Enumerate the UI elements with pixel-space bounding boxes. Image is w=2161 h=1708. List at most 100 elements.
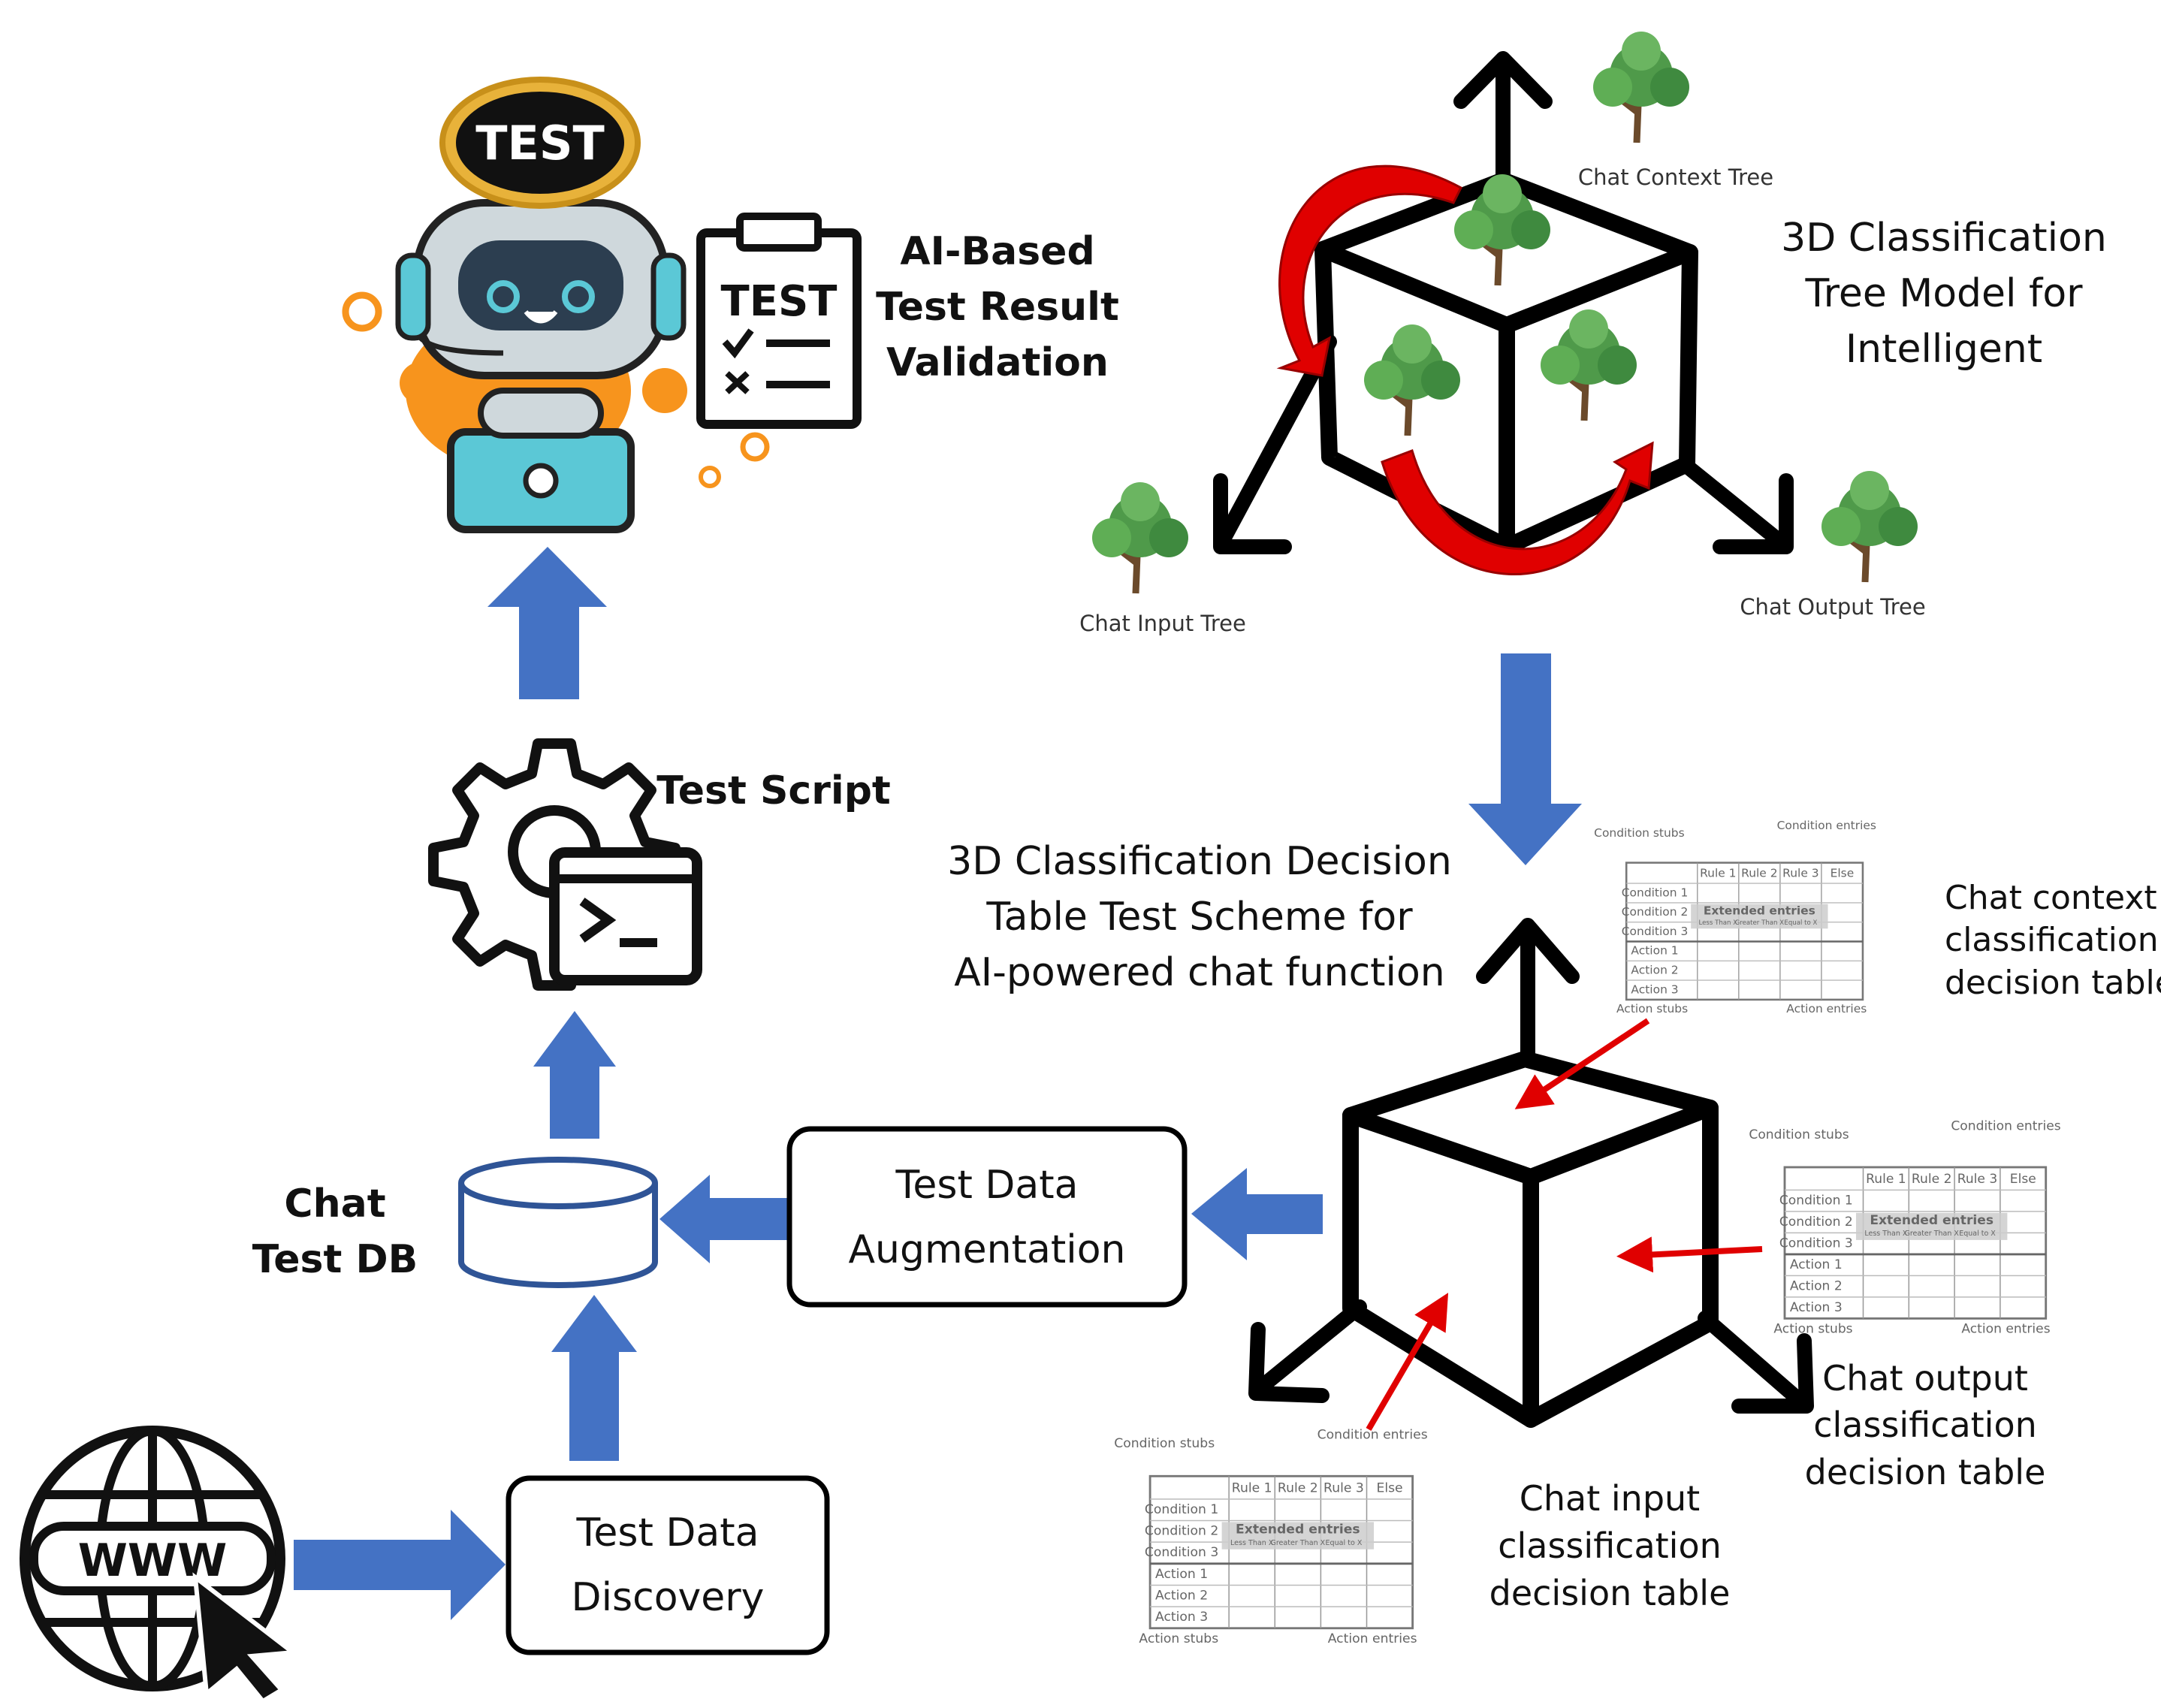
table-row-label: Action 2: [1631, 964, 1678, 977]
table-header: Rule 2: [1741, 867, 1777, 880]
table-row-label: Action 2: [1790, 1278, 1843, 1293]
extended-value: Greater Than X: [1904, 1230, 1959, 1238]
table-header: Rule 1: [1232, 1480, 1272, 1495]
table-row-label: Action 3: [1790, 1300, 1843, 1315]
red-arrow-input: [1366, 1293, 1449, 1432]
context-tree-label: Chat Context Tree: [1578, 164, 1773, 190]
condition-entries-label: Condition entries: [1317, 1428, 1428, 1443]
scheme-title-1: 3D Classification Decision: [947, 839, 1452, 884]
context-label-2: classification: [1945, 921, 2159, 959]
action-entries-label: Action entries: [1328, 1631, 1417, 1646]
augmentation-label-1: Test Data: [895, 1163, 1078, 1208]
clipboard-icon: TEST: [696, 213, 862, 429]
output-label-2: classification: [1813, 1405, 2037, 1445]
arrow-left-to-augmentation: [1191, 1168, 1323, 1260]
table-header: Else: [1376, 1480, 1402, 1495]
table-row-label: Action 3: [1631, 982, 1678, 996]
test-badge: TEST: [439, 77, 641, 209]
table-header: Rule 1: [1700, 867, 1736, 880]
table-row-label: Action 1: [1631, 944, 1678, 958]
gear-terminal-icon: [428, 738, 702, 991]
extended-value: Greater Than X: [1735, 919, 1785, 927]
discovery-label-1: Test Data: [575, 1510, 759, 1556]
table-row-label: Condition 3: [1779, 1236, 1853, 1251]
test-data-discovery-box: Test Data Discovery: [506, 1475, 830, 1655]
extended-entries-label: Extended entries: [1236, 1522, 1360, 1538]
context-label-1: Chat context: [1945, 879, 2157, 917]
extended-entries-band: [1856, 1212, 2008, 1240]
condition-stubs-label: Condition stubs: [1749, 1127, 1849, 1142]
table-row-label: Action 1: [1155, 1567, 1208, 1582]
input-label-2: classification: [1498, 1525, 1722, 1566]
extended-entries-label: Extended entries: [1704, 904, 1815, 917]
action-entries-label: Action entries: [1786, 1002, 1867, 1015]
extended-value: Equal to X: [1959, 1230, 1996, 1238]
output-tree-icon: [1821, 471, 1918, 582]
output-table-label: Chat output classification decision tabl…: [1805, 1358, 2046, 1492]
arrow-left-to-db: [659, 1175, 792, 1263]
condition-entries-label: Condition entries: [1951, 1119, 2060, 1134]
test-badge-text: TEST: [475, 116, 605, 170]
table-header: Rule 3: [1957, 1172, 1998, 1187]
input-label-1: Chat input: [1520, 1478, 1700, 1519]
table-row-label: Condition 2: [1622, 905, 1689, 919]
action-stubs-label: Action stubs: [1139, 1631, 1218, 1646]
context-tree-icon: [1593, 32, 1689, 143]
table-header: Else: [2010, 1172, 2036, 1187]
input-table-label: Chat input classification decision table: [1489, 1478, 1731, 1613]
table-frame: [1625, 862, 1864, 1001]
tree-model-title-3: Intelligent: [1846, 327, 2042, 372]
table-header: Rule 2: [1912, 1172, 1952, 1187]
condition-entries-label: Condition entries: [1777, 819, 1876, 832]
condition-stubs-label: Condition stubs: [1594, 826, 1685, 840]
table-row-label: Condition 3: [1622, 925, 1689, 938]
action-entries-label: Action entries: [1961, 1321, 2050, 1336]
action-stubs-label: Action stubs: [1616, 1002, 1688, 1015]
table-row-label: Condition 1: [1145, 1502, 1218, 1517]
table-header: Rule 3: [1782, 867, 1818, 880]
extended-value: Greater Than X: [1270, 1539, 1325, 1547]
red-arrow-output: [1616, 1236, 1763, 1273]
table-frame: [1783, 1166, 2048, 1320]
table-header: Else: [1831, 867, 1855, 880]
db-label-1: Chat: [284, 1181, 385, 1227]
input-tree-icon: [1092, 482, 1188, 593]
validation-label-2: Test Result: [876, 285, 1119, 330]
condition-stubs-label: Condition stubs: [1114, 1436, 1215, 1451]
table-row-label: Action 1: [1790, 1257, 1843, 1272]
table-header: Rule 3: [1323, 1480, 1364, 1495]
extended-entries-band: [1221, 1522, 1375, 1550]
database-icon: [458, 1157, 658, 1288]
extended-value: Equal to X: [1326, 1539, 1363, 1547]
robot-illustration: [342, 199, 770, 533]
extended-entries-band: [1691, 904, 1828, 929]
input-tree-label: Chat Input Tree: [1079, 611, 1246, 636]
context-table-label: Chat context classification decision tab…: [1945, 879, 2161, 1002]
output-tree-label: Chat Output Tree: [1740, 594, 1925, 620]
input-label-3: decision table: [1489, 1573, 1731, 1613]
table-row-label: Condition 1: [1779, 1193, 1853, 1208]
extended-value: Equal to X: [1784, 919, 1817, 927]
output-label-3: decision table: [1805, 1452, 2046, 1492]
extended-value: Less Than X: [1864, 1230, 1908, 1238]
test-script-label: Test Script: [656, 768, 891, 813]
extended-entries-label: Extended entries: [1870, 1213, 1993, 1228]
table-row-label: Condition 3: [1145, 1545, 1218, 1560]
validation-label-3: Validation: [886, 340, 1109, 385]
table-row-label: Condition 1: [1622, 886, 1689, 899]
globe-www-icon: WWW: [20, 1426, 299, 1704]
tree-model-title-2: Tree Model for: [1804, 271, 2083, 316]
arrow-down-to-scheme: [1468, 653, 1582, 865]
www-text: WWW: [78, 1534, 228, 1587]
augmentation-label-2: Augmentation: [848, 1227, 1125, 1272]
arrow-up-to-validation: [487, 547, 607, 699]
action-stubs-label: Action stubs: [1773, 1321, 1852, 1336]
scheme-title-2: Table Test Scheme for: [985, 895, 1413, 940]
table-row-label: Condition 2: [1145, 1524, 1218, 1539]
db-label-2: Test DB: [252, 1237, 418, 1282]
arrow-up-to-script: [533, 1011, 616, 1139]
scheme-title-3: AI-powered chat function: [954, 950, 1445, 995]
